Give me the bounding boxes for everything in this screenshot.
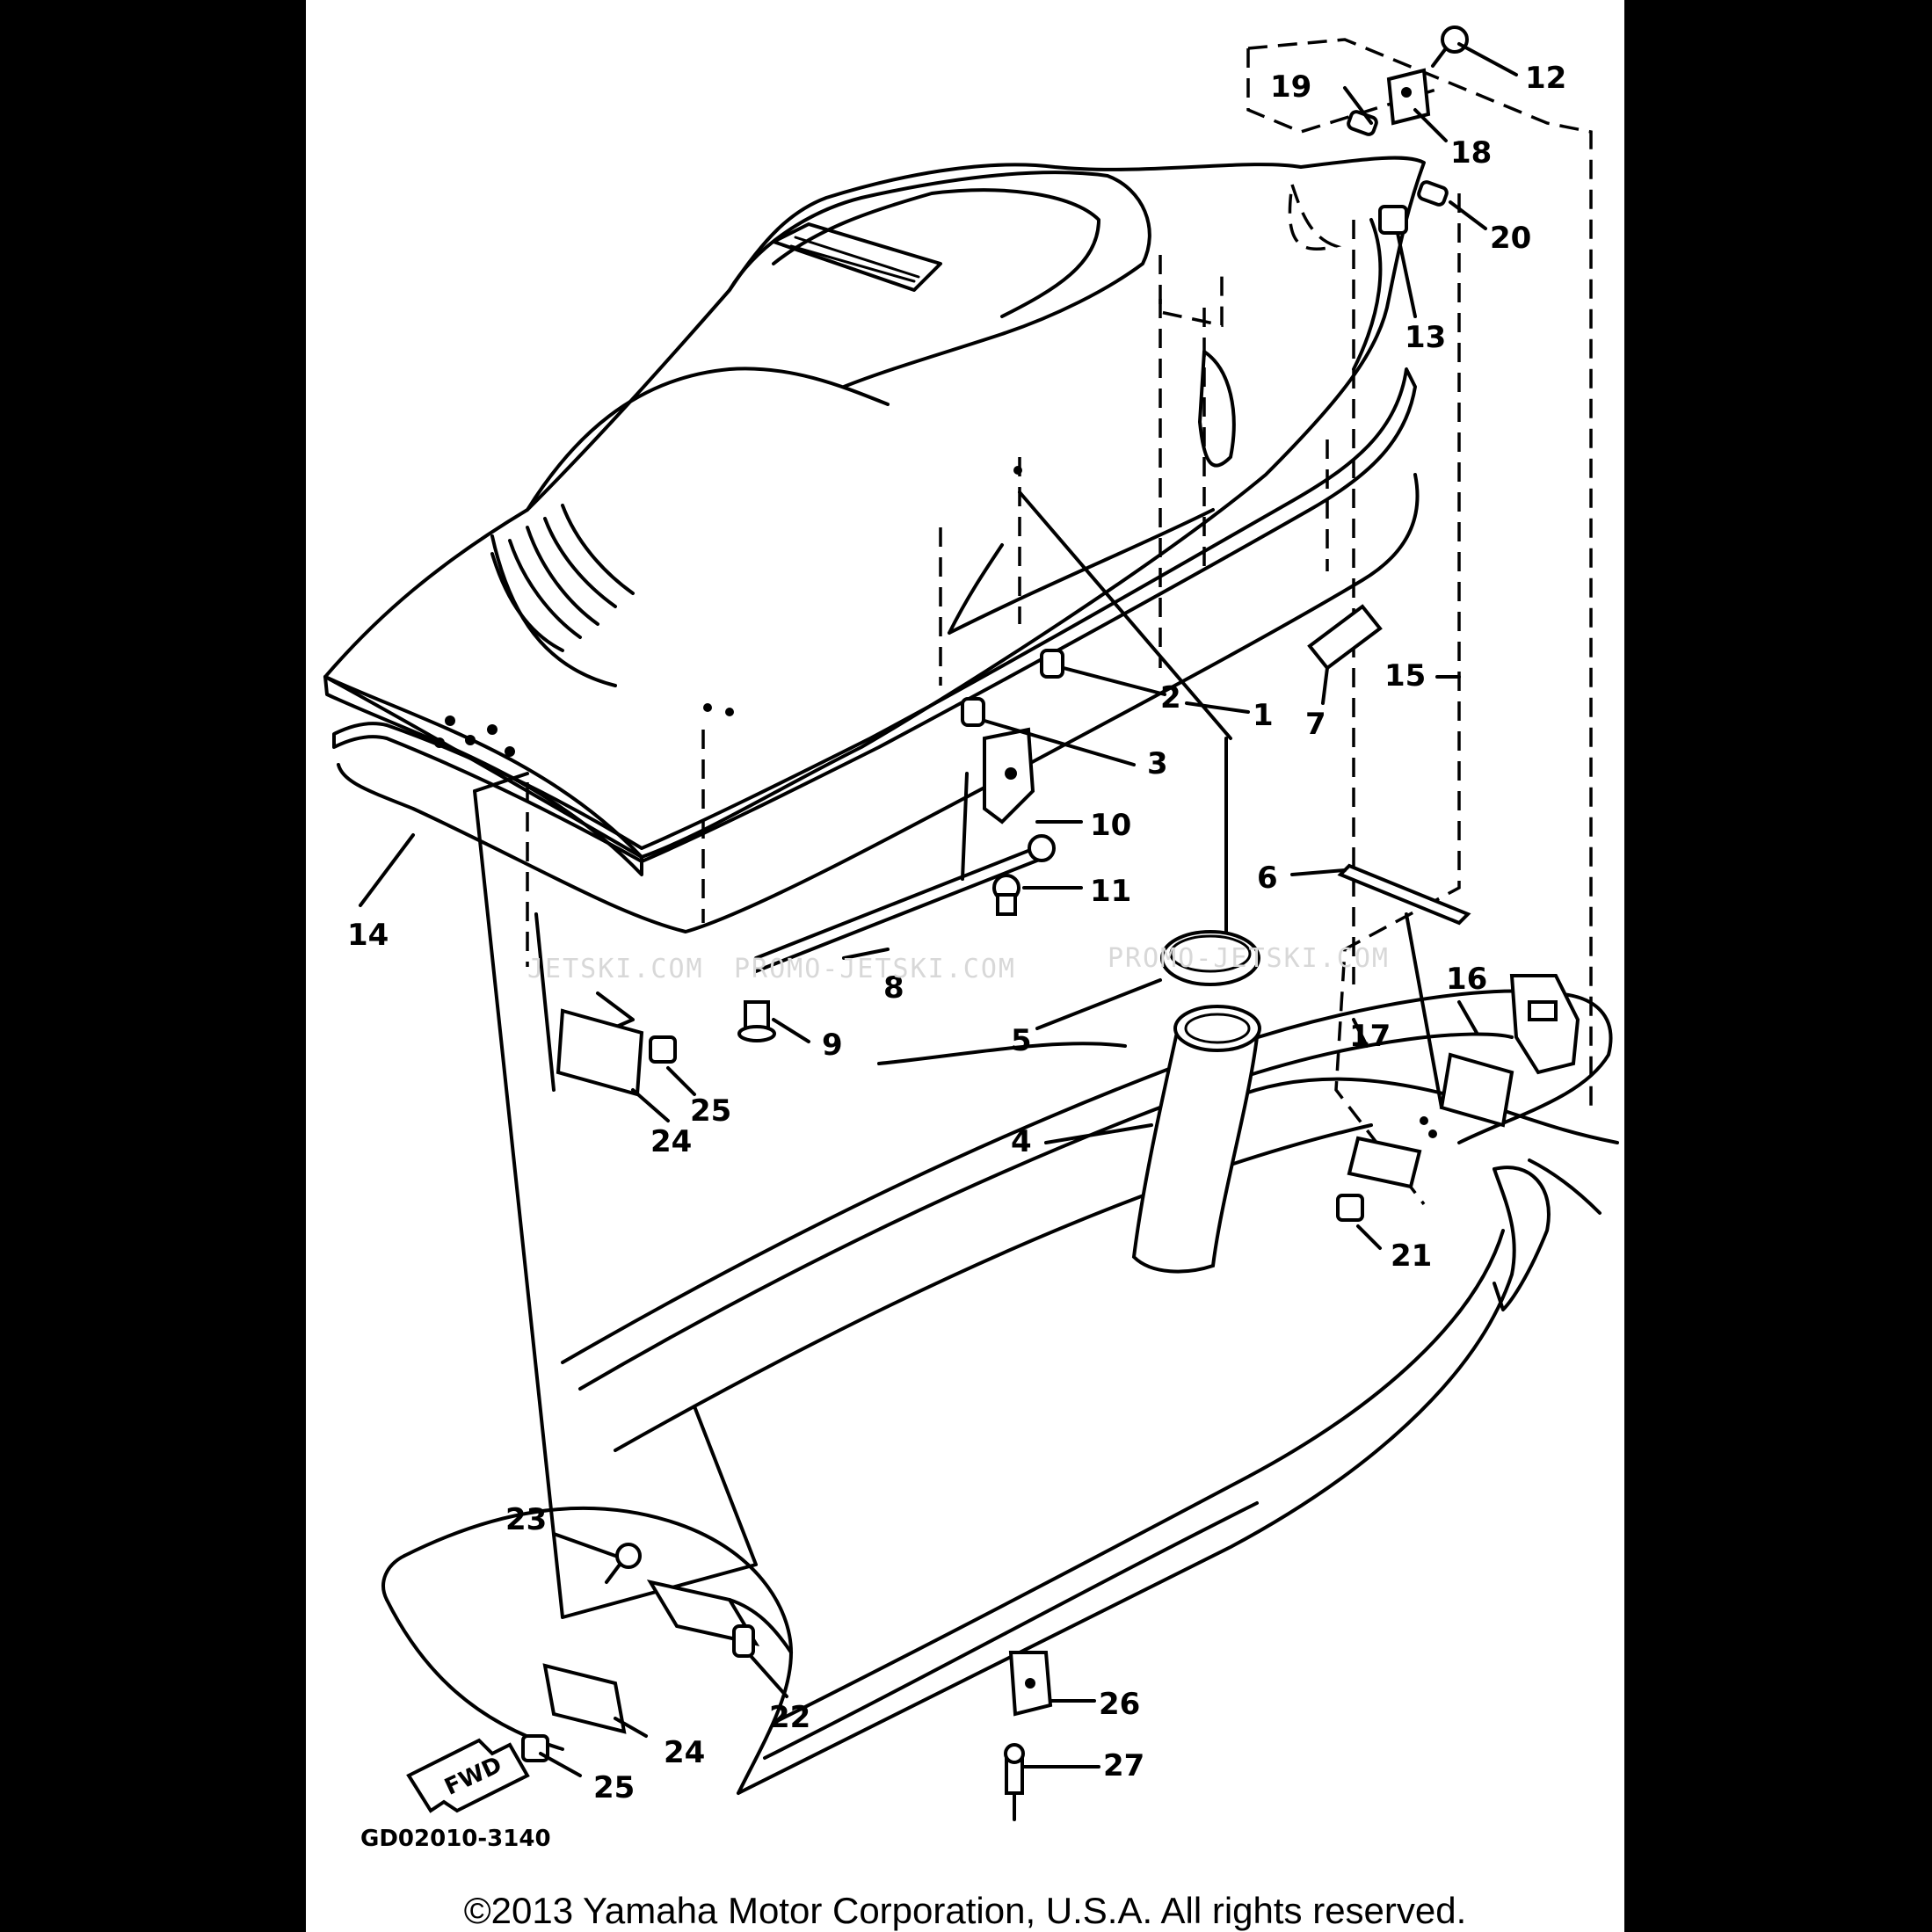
callout-leaders <box>359 42 1518 1777</box>
diagram-paper <box>306 0 1624 1932</box>
part-number-13: 13 <box>1405 320 1446 355</box>
part-number-26: 26 <box>1099 1687 1140 1722</box>
assembly-lines <box>526 38 1593 1206</box>
part-number-11: 11 <box>1090 874 1131 909</box>
part-number-24-upper: 24 <box>650 1124 692 1159</box>
copyright-notice: ©2013 Yamaha Motor Corporation, U.S.A. A… <box>463 1890 1467 1931</box>
part-number-17: 17 <box>1349 1019 1391 1054</box>
part-number-14: 14 <box>347 918 389 953</box>
part-number-20: 20 <box>1490 221 1531 256</box>
part-number-19: 19 <box>1270 69 1311 105</box>
part-number-23: 23 <box>505 1502 547 1537</box>
part-number-24-lower: 24 <box>664 1735 705 1770</box>
part-number-16: 16 <box>1446 962 1487 997</box>
part-number-21: 21 <box>1391 1238 1432 1274</box>
part-number-labels: 1 2 3 4 5 6 7 8 9 10 11 12 13 14 15 16 1… <box>347 61 1566 1805</box>
part-number-5: 5 <box>1011 1023 1032 1058</box>
part-number-25-upper: 25 <box>690 1093 731 1129</box>
part-number-1: 1 <box>1253 698 1274 733</box>
fwd-arrow-decal <box>406 1738 530 1813</box>
figure-code: GD02010-3140 <box>360 1826 551 1852</box>
hardware-parts <box>406 25 1580 1821</box>
part-number-15: 15 <box>1384 658 1426 694</box>
part-number-22: 22 <box>769 1700 810 1735</box>
hull-outline <box>381 989 1619 1795</box>
part-number-27: 27 <box>1103 1748 1144 1783</box>
part-number-10: 10 <box>1090 808 1131 843</box>
watermark-right: PROMO-JETSKI.COM <box>1108 943 1390 974</box>
part-number-2: 2 <box>1160 680 1181 715</box>
part-number-18: 18 <box>1450 135 1492 171</box>
part-number-4: 4 <box>1011 1124 1032 1159</box>
part-number-6: 6 <box>1257 861 1278 896</box>
part-number-7: 7 <box>1305 707 1326 742</box>
cover-gasket <box>332 367 1420 933</box>
watermark-left: JETSKI.COM <box>527 954 704 984</box>
vent-ribs <box>490 504 635 652</box>
part-number-3: 3 <box>1147 746 1168 781</box>
part-number-8: 8 <box>883 970 904 1006</box>
panel-outline <box>473 772 758 1619</box>
watermark-mid: PROMO-JETSKI.COM <box>734 954 1016 984</box>
part-number-25-lower: 25 <box>593 1770 635 1805</box>
part-number-12: 12 <box>1525 61 1566 96</box>
part-number-9: 9 <box>822 1028 843 1063</box>
